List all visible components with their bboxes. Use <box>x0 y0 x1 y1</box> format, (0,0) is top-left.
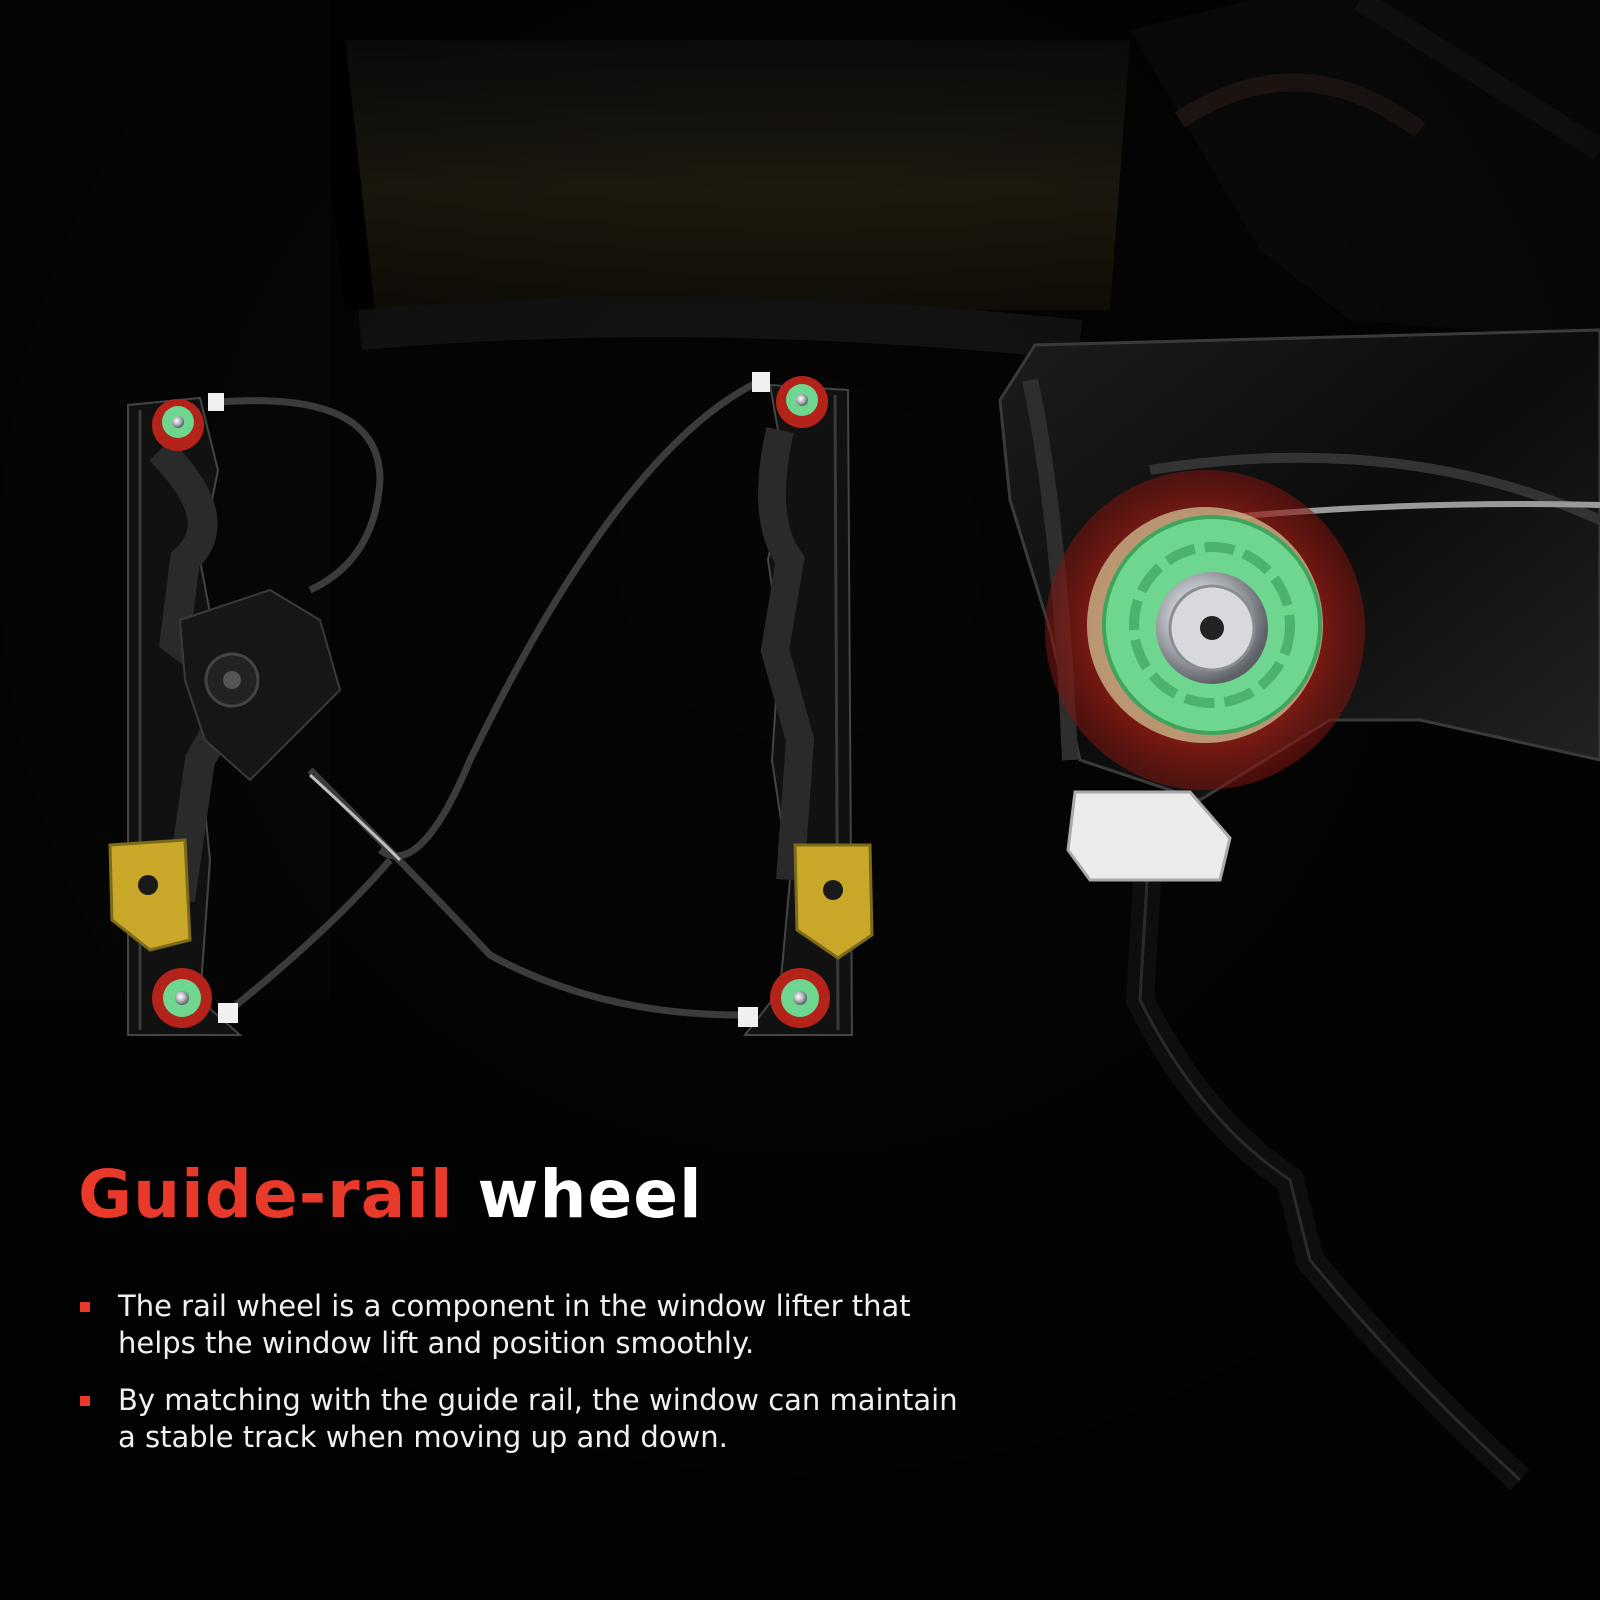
feature-item: By matching with the guide rail, the win… <box>80 1382 960 1456</box>
feature-list: The rail wheel is a component in the win… <box>80 1288 960 1476</box>
feature-text: By matching with the guide rail, the win… <box>118 1383 958 1454</box>
bullet-square-icon <box>80 1396 90 1406</box>
glass-clip-bracket-right <box>793 843 874 960</box>
feature-item: The rail wheel is a component in the win… <box>80 1288 960 1362</box>
title-rest: wheel <box>477 1156 703 1233</box>
guide-wheel-bottom-right <box>738 968 830 1028</box>
page-title: Guide-rail wheel <box>78 1162 703 1228</box>
glass-clip-bracket-left <box>108 838 192 952</box>
title-accent: Guide-rail <box>78 1156 454 1233</box>
guide-wheel-bottom-left <box>152 968 238 1028</box>
guide-wheel-top-right <box>752 372 828 428</box>
feature-text: The rail wheel is a component in the win… <box>118 1289 911 1360</box>
guide-wheel-top-left <box>152 393 224 451</box>
bullet-square-icon <box>80 1302 90 1312</box>
guide-wheel-closeup <box>998 328 1600 1491</box>
regulator-motor-housing <box>178 588 342 782</box>
